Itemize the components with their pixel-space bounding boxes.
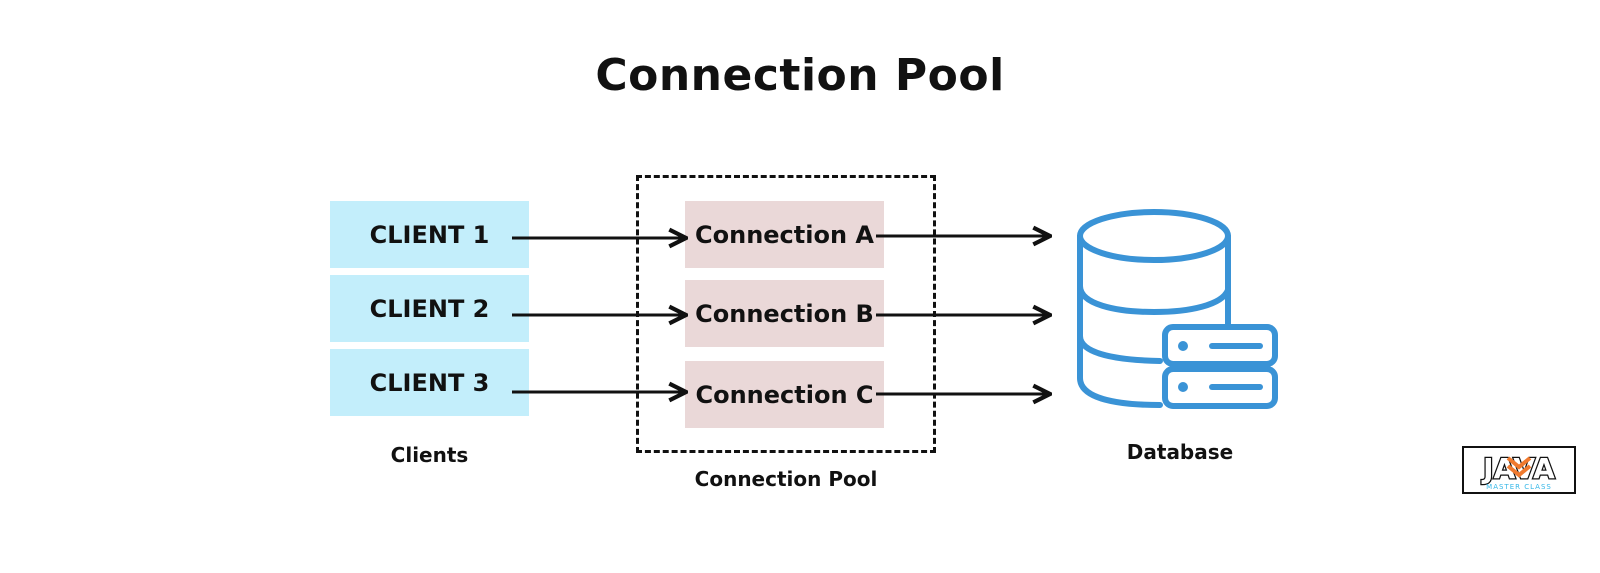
connection-box-a: Connection A — [685, 201, 884, 268]
logo-chevron-icon — [1506, 456, 1532, 478]
clients-caption: Clients — [390, 443, 469, 467]
client-box-2: CLIENT 2 — [330, 275, 529, 342]
connection-box-b: Connection B — [685, 280, 884, 347]
logo-graphic: JAVA MASTER CLASS — [1480, 451, 1556, 491]
page-title: Connection Pool — [595, 50, 1005, 101]
database-caption: Database — [1126, 440, 1234, 464]
client-box-1: CLIENT 1 — [330, 201, 529, 268]
client-box-3: CLIENT 3 — [330, 349, 529, 416]
pool-caption: Connection Pool — [694, 467, 878, 491]
logo-subtext: MASTER CLASS — [1486, 483, 1552, 491]
database-server-icon — [1077, 209, 1278, 409]
connection-box-c: Connection C — [685, 361, 884, 428]
java-master-class-logo: JAVA MASTER CLASS — [1462, 446, 1576, 494]
